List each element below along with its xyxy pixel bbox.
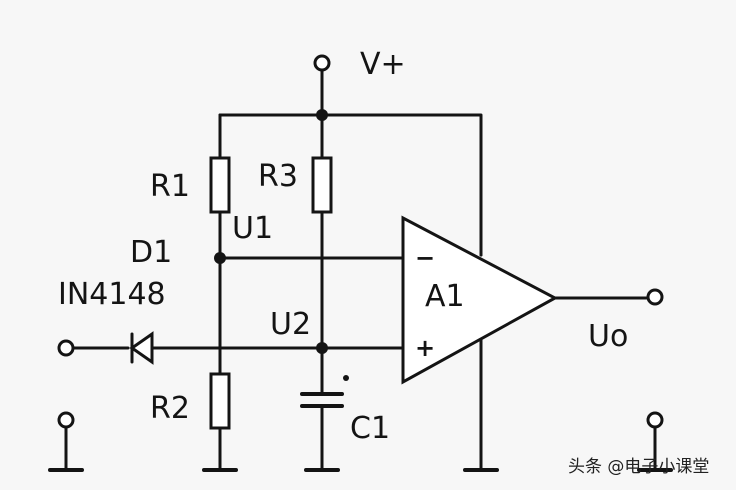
c1-polarity-dot <box>343 375 349 381</box>
d1-label: D1 <box>130 235 172 270</box>
u1-label: U1 <box>232 211 273 246</box>
r2-label: R2 <box>150 391 190 426</box>
opamp-plus-sign: + <box>415 334 435 362</box>
u2-label: U2 <box>270 307 311 342</box>
r3-resistor <box>311 156 333 214</box>
amp-label: A1 <box>425 279 465 314</box>
r2-resistor <box>209 372 231 430</box>
opamp-minus-sign: − <box>415 244 435 272</box>
r1-label: R1 <box>150 169 190 204</box>
watermark: 头条 @电子小课堂 <box>568 457 709 477</box>
left-ground-terminal <box>57 411 75 429</box>
vplus-junction <box>316 109 328 121</box>
r3-label: R3 <box>258 159 298 194</box>
r1-resistor <box>209 156 231 214</box>
diode-part-label: IN4148 <box>58 277 166 312</box>
u1-junction <box>214 252 226 264</box>
diode-triangle <box>129 331 154 365</box>
opamp-triangle <box>401 215 559 385</box>
top-rail <box>218 113 483 257</box>
u2-junction <box>316 342 328 354</box>
output-label: Uo <box>588 319 628 354</box>
c1-label: C1 <box>350 411 390 446</box>
vplus-label: V+ <box>360 47 406 82</box>
input-terminal <box>57 339 75 357</box>
vplus-terminal <box>313 54 331 72</box>
output-terminal <box>646 288 664 306</box>
right-ground-terminal <box>646 411 664 429</box>
